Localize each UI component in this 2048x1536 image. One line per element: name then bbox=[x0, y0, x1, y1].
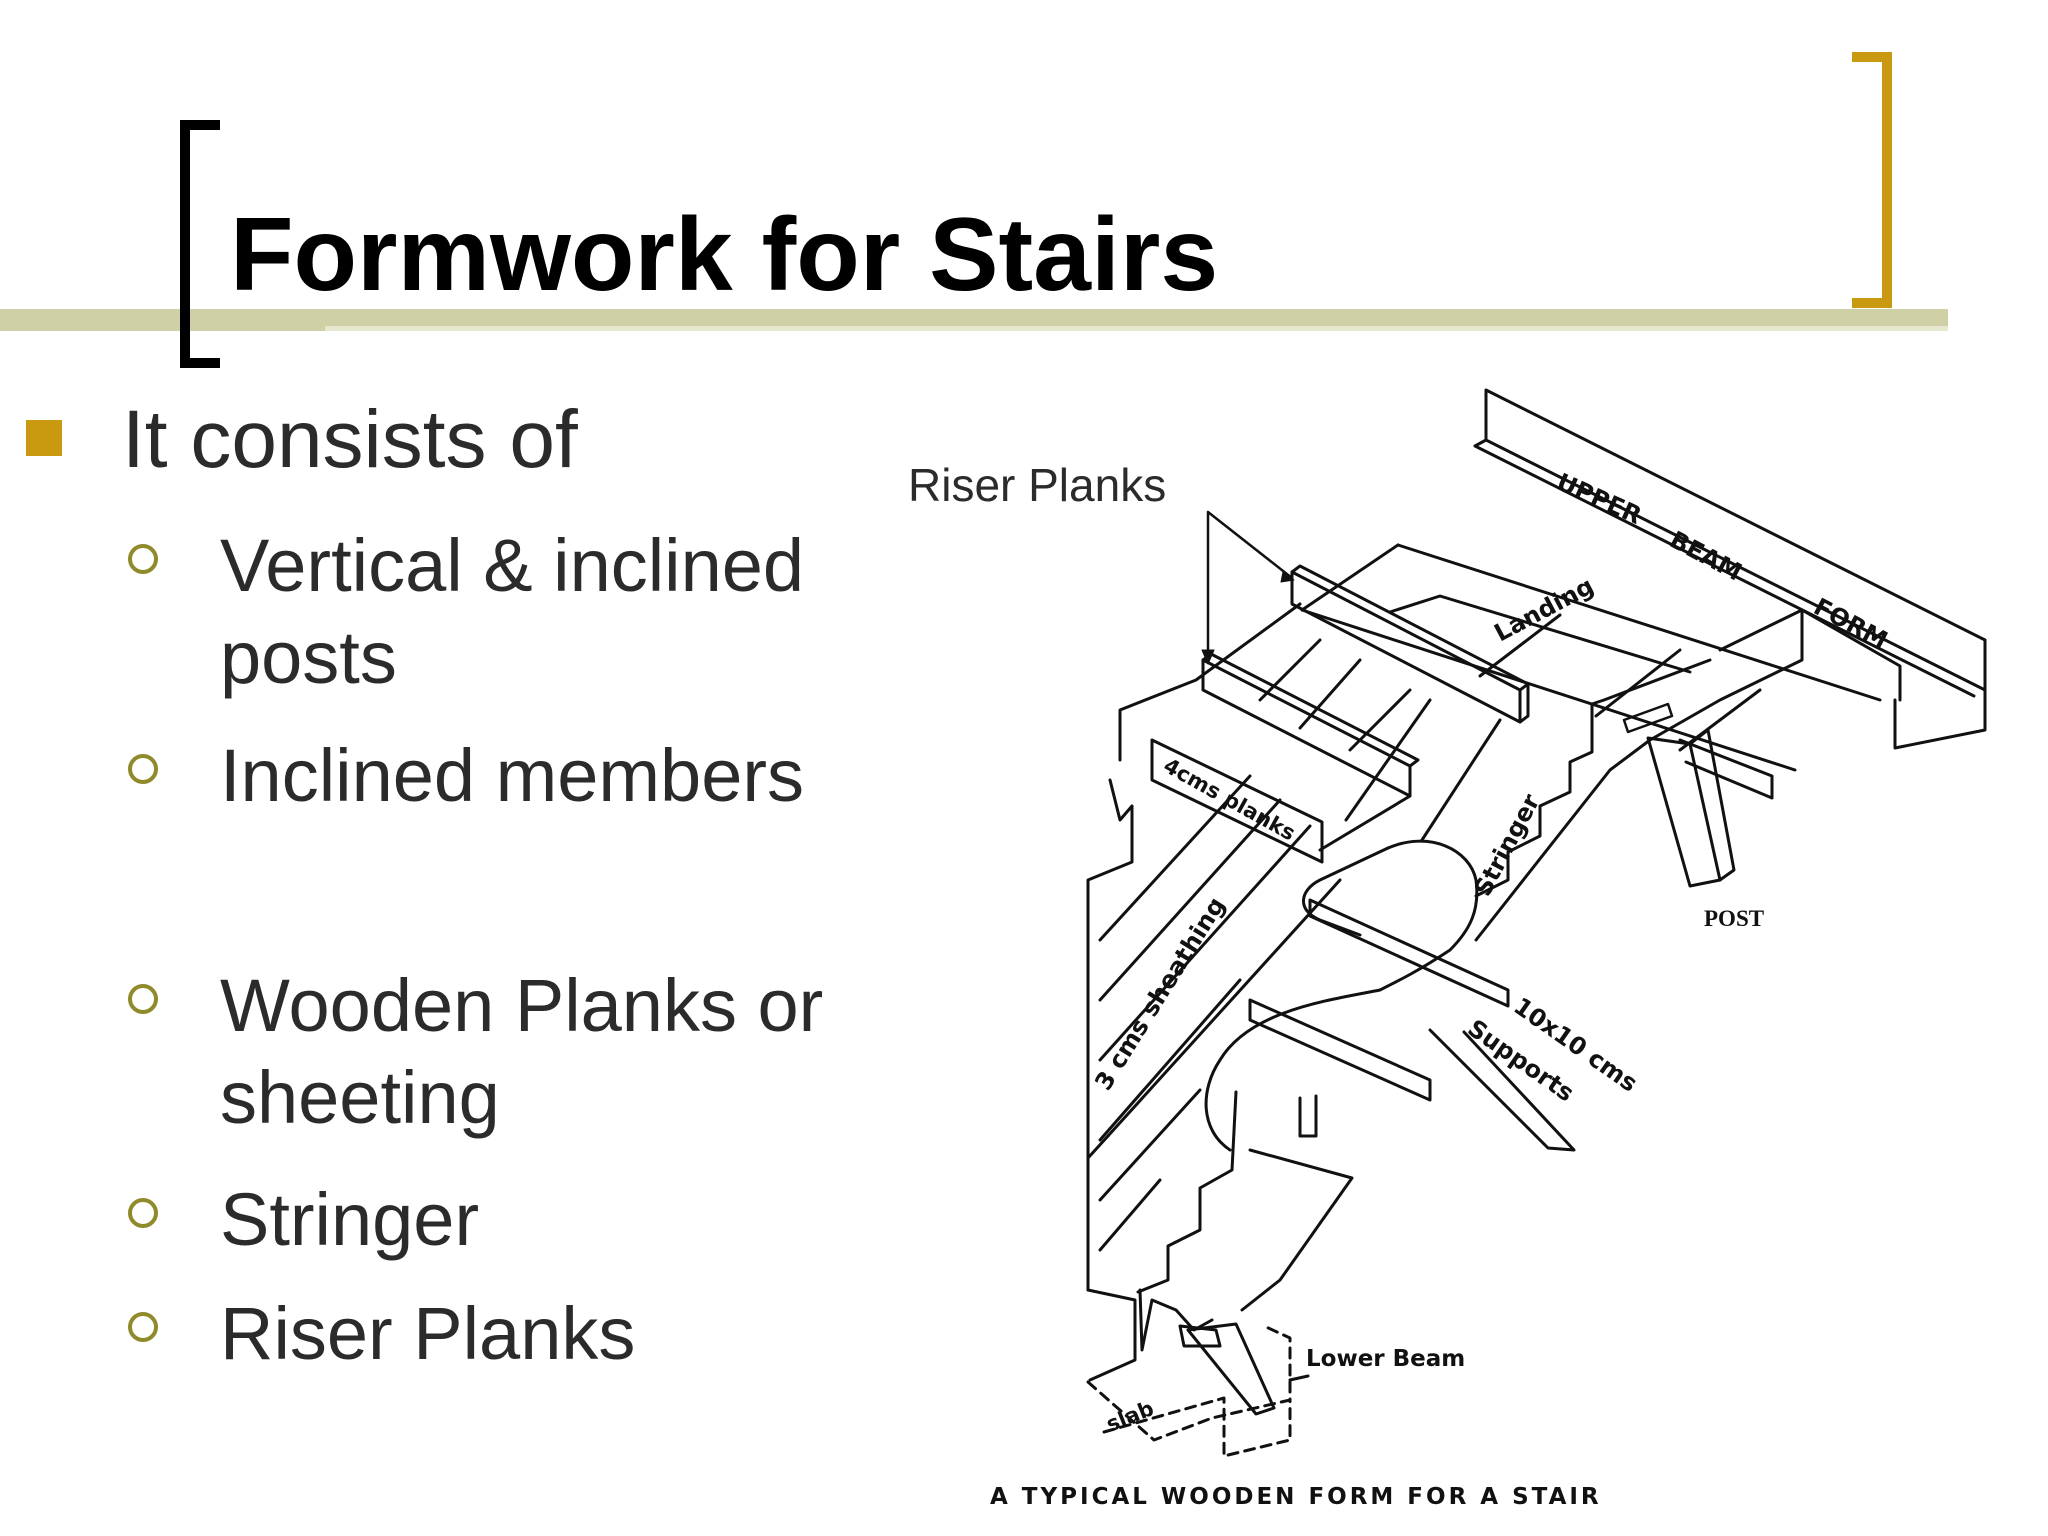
sub-bullet-riser-planks: Riser Planks bbox=[220, 1292, 636, 1375]
label-upper-beam-2: BEAM bbox=[1665, 526, 1746, 587]
title-underline-highlight bbox=[325, 326, 1948, 331]
post bbox=[1646, 728, 1774, 888]
right-bracket-decoration bbox=[1852, 52, 1892, 308]
label-lower-beam: Lower Beam bbox=[1306, 1346, 1465, 1372]
circle-bullet-icon bbox=[128, 1312, 158, 1342]
circle-bullet-icon bbox=[128, 544, 158, 574]
cutaway-opening bbox=[1204, 839, 1479, 1152]
stair-formwork-diagram: UPPER BEAM FORM Landing 4cms planks Stri… bbox=[990, 388, 1987, 1510]
circle-bullet-icon bbox=[128, 1198, 158, 1228]
sub-bullet-stringer: Stringer bbox=[220, 1178, 480, 1261]
title-underline-rule bbox=[0, 309, 1948, 331]
landing-form bbox=[1300, 543, 1882, 772]
label-upper-beam-3: FORM bbox=[1809, 593, 1892, 655]
sheathing-side bbox=[1086, 774, 1342, 1382]
ten-by-ten-supports bbox=[1248, 898, 1576, 1152]
label-stringer: Stringer bbox=[1469, 789, 1546, 900]
four-cm-planks bbox=[1150, 738, 1324, 864]
label-slab: slab bbox=[1103, 1396, 1157, 1437]
label-landing: Landing bbox=[1490, 572, 1599, 648]
stair-flight-lower bbox=[1136, 1090, 1354, 1352]
left-bracket-decoration bbox=[180, 120, 220, 368]
lower-beam-solid bbox=[1178, 1322, 1310, 1416]
main-bullet-text: It consists of bbox=[122, 394, 578, 485]
label-upper-beam-1: UPPER bbox=[1553, 468, 1646, 530]
circle-bullet-icon bbox=[128, 984, 158, 1014]
riser-plank-upper bbox=[1290, 564, 1530, 724]
callout-leader-lines bbox=[1206, 510, 1294, 662]
stringer bbox=[1474, 608, 1902, 942]
label-post: POST bbox=[1704, 906, 1764, 931]
riser-plank-lower bbox=[1201, 652, 1420, 798]
sub-bullet-inclined-members: Inclined members bbox=[220, 734, 805, 817]
riser-planks-callout: Riser Planks bbox=[908, 459, 1167, 511]
sub-bullet-posts: Vertical & inclined posts bbox=[220, 524, 805, 699]
figure-caption: A TYPICAL WOODEN FORM FOR A STAIR bbox=[990, 1484, 1602, 1510]
circle-bullet-icon bbox=[128, 754, 158, 784]
square-bullet-icon bbox=[26, 420, 62, 456]
label-sheathing: 3 cms sheathing bbox=[1089, 892, 1230, 1095]
slide-title: Formwork for Stairs bbox=[230, 197, 1219, 313]
sub-bullet-planks: Wooden Planks or sheeting bbox=[220, 964, 824, 1139]
stair-flight-upper bbox=[1118, 602, 1502, 852]
